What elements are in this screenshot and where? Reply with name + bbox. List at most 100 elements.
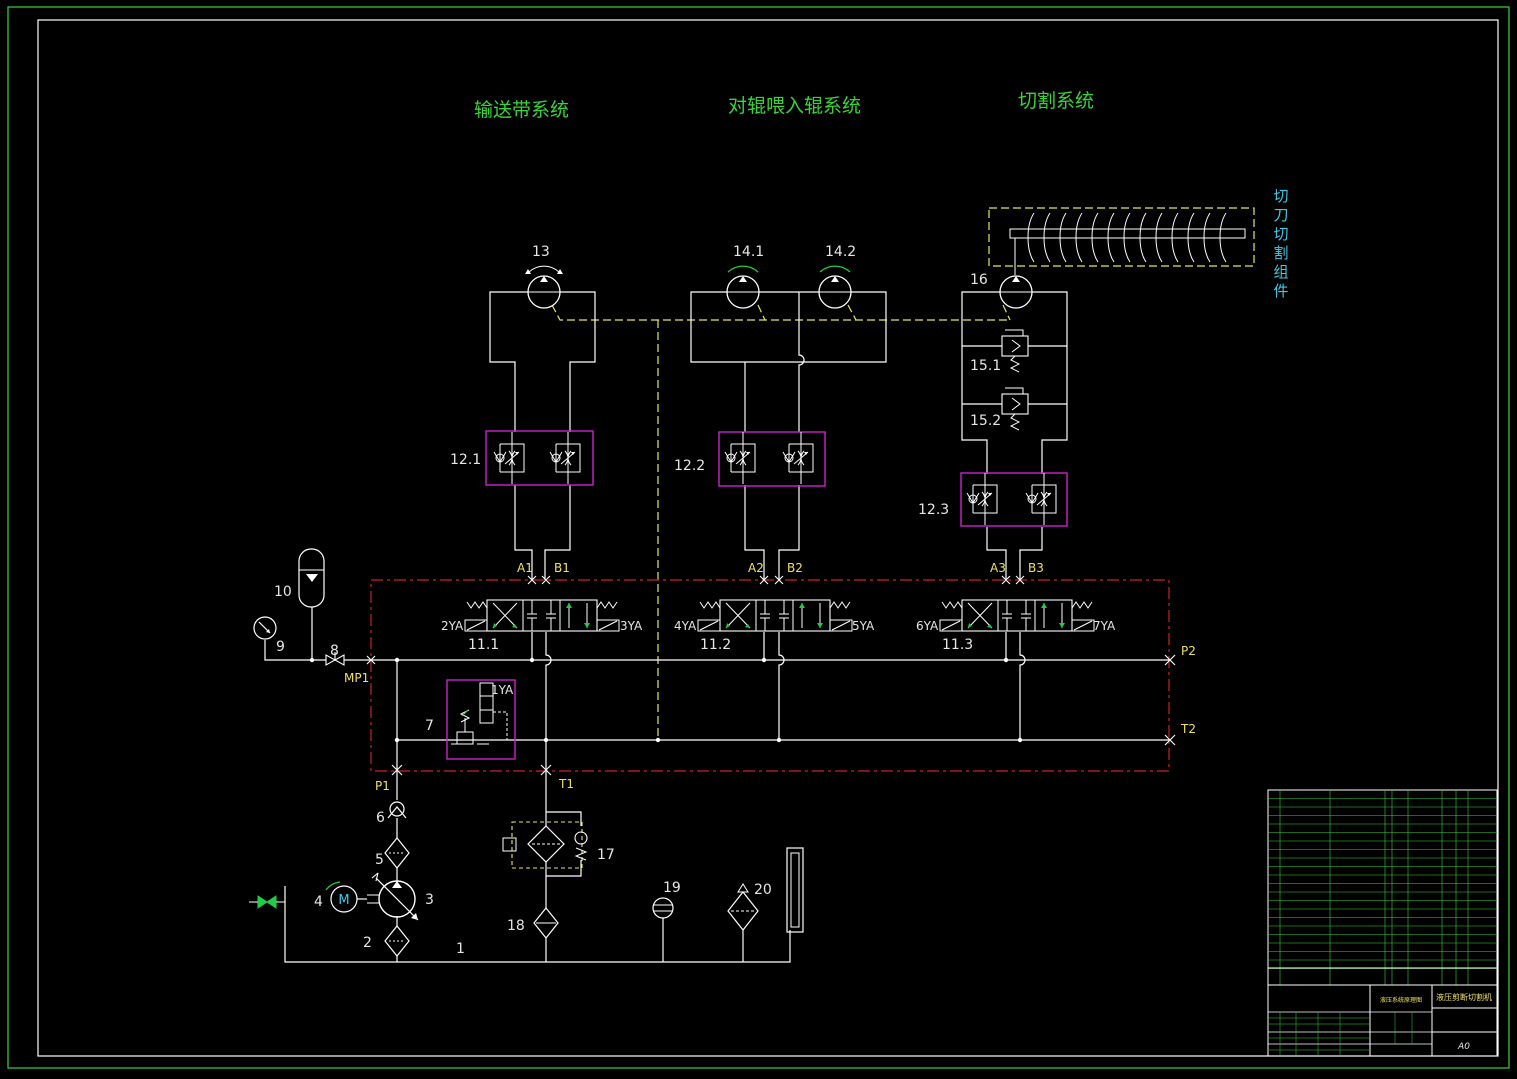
port-A1: A1 [517,561,533,575]
port-B3: B3 [1028,561,1044,575]
flow-control-manifold-12-3 [960,472,1068,527]
port-A3: A3 [990,561,1006,575]
cutter-blade [1139,212,1147,263]
port-B2: B2 [787,561,803,575]
label-1: 1 [456,941,465,957]
label-15-2: 15.2 [970,413,1001,429]
motor-16 [999,275,1033,309]
cutter-blade [1123,212,1131,263]
title-block: 液压系统原理图 液压剪断切割机 A0 [1268,985,1497,1056]
outer-frame [7,6,1510,1069]
label-20: 20 [754,882,772,898]
label-4: 4 [314,894,323,910]
section-title-cutting: 切割系统 [1018,90,1094,112]
label-15-1: 15.1 [970,358,1001,374]
directional-valve-11-1 [464,599,620,632]
label-19: 19 [663,880,681,896]
label-5: 5 [375,852,384,868]
cutter-blade [1059,212,1067,263]
port-A2: A2 [748,561,764,575]
label-1ya: 1YA [491,683,514,697]
motor-13 [525,265,563,309]
drain-valve [249,895,285,909]
label-16: 16 [970,272,988,288]
air-filter-20 [727,883,759,931]
cutter-blade [1027,212,1035,263]
one-way-throttle-icon [493,432,525,484]
flow-control-manifold-12-2 [718,431,826,487]
cutter-blade [1203,212,1211,263]
level-gauge [786,847,804,933]
check-valve-6 [387,801,407,819]
port-P1: P1 [375,779,390,793]
junction-dots [309,657,1023,743]
port-MP1: MP1 [344,671,369,685]
inner-frame [37,19,1499,1057]
one-way-throttle-icon [782,432,814,484]
sheet-size: A0 [1457,1042,1470,1052]
cutter-assembly [988,207,1255,275]
relief-valve-15-1 [1001,329,1029,373]
label-6ya: 6YA [916,619,939,633]
label-7: 7 [425,718,434,734]
label-2: 2 [363,935,372,951]
pump-3 [367,872,419,921]
cutter-blade [1091,212,1099,263]
cutter-blade [1187,212,1195,263]
label-2ya: 2YA [441,619,464,633]
flow-control-manifold-12-1 [485,430,594,486]
main-lines [264,607,1169,770]
directional-valve-11-3 [939,599,1095,632]
label-11-2: 11.2 [700,637,731,653]
port-T2: T2 [1180,722,1196,736]
label-8: 8 [330,643,339,659]
one-way-throttle-icon [1025,473,1057,525]
label-12-1: 12.1 [450,452,481,468]
feed-roller-pipes [690,291,887,580]
label-11-1: 11.1 [468,637,499,653]
label-12-2: 12.2 [674,458,705,474]
cutter-assembly-label: 切 刀 切 割 组 件 [1273,187,1288,300]
label-4ya: 4YA [674,619,697,633]
one-way-throttle-icon [549,432,581,484]
breather-filter-18 [533,907,559,939]
label-7ya: 7YA [1093,619,1116,633]
cutting-pipes [961,291,1068,580]
label-17: 17 [597,847,615,863]
svg-text:刀: 刀 [1273,206,1288,224]
label-3: 3 [425,892,434,908]
pump-branch-pipes [284,770,791,963]
label-10: 10 [274,584,292,600]
conveyor-pipes [489,291,596,580]
one-way-throttle-icon [724,432,756,484]
parts-list-table [1267,789,1498,1057]
pressure-gauge-9 [253,616,277,640]
cutter-blade [1107,212,1115,263]
port-T1: T1 [558,777,574,791]
svg-text:割: 割 [1273,244,1288,262]
label-13: 13 [532,244,550,260]
cutter-blade [1171,212,1179,263]
relief-valve-15-2 [1001,387,1029,431]
label-12-3: 12.3 [918,502,949,518]
svg-text:M: M [338,893,349,908]
label-14-1: 14.1 [733,244,764,260]
label-11-3: 11.3 [942,637,973,653]
electric-motor-4: M [325,881,367,913]
filter-5 [384,837,410,869]
svg-text:切: 切 [1273,225,1288,243]
port-crosses [366,575,1176,776]
motor-14-2 [818,265,852,309]
shutoff-valve-8 [325,652,345,666]
svg-text:件: 件 [1273,282,1288,300]
cutter-blade [1219,212,1227,263]
solenoid-relief-valve-7 [446,679,516,760]
port-P2: P2 [1181,644,1196,658]
cutter-blade [1075,212,1083,263]
return-filter-17 [502,821,588,869]
label-3ya: 3YA [620,619,643,633]
drawing-title: 液压系统原理图 [1380,996,1422,1004]
pilot-drain-line [551,304,1011,740]
svg-text:组: 组 [1273,263,1288,281]
